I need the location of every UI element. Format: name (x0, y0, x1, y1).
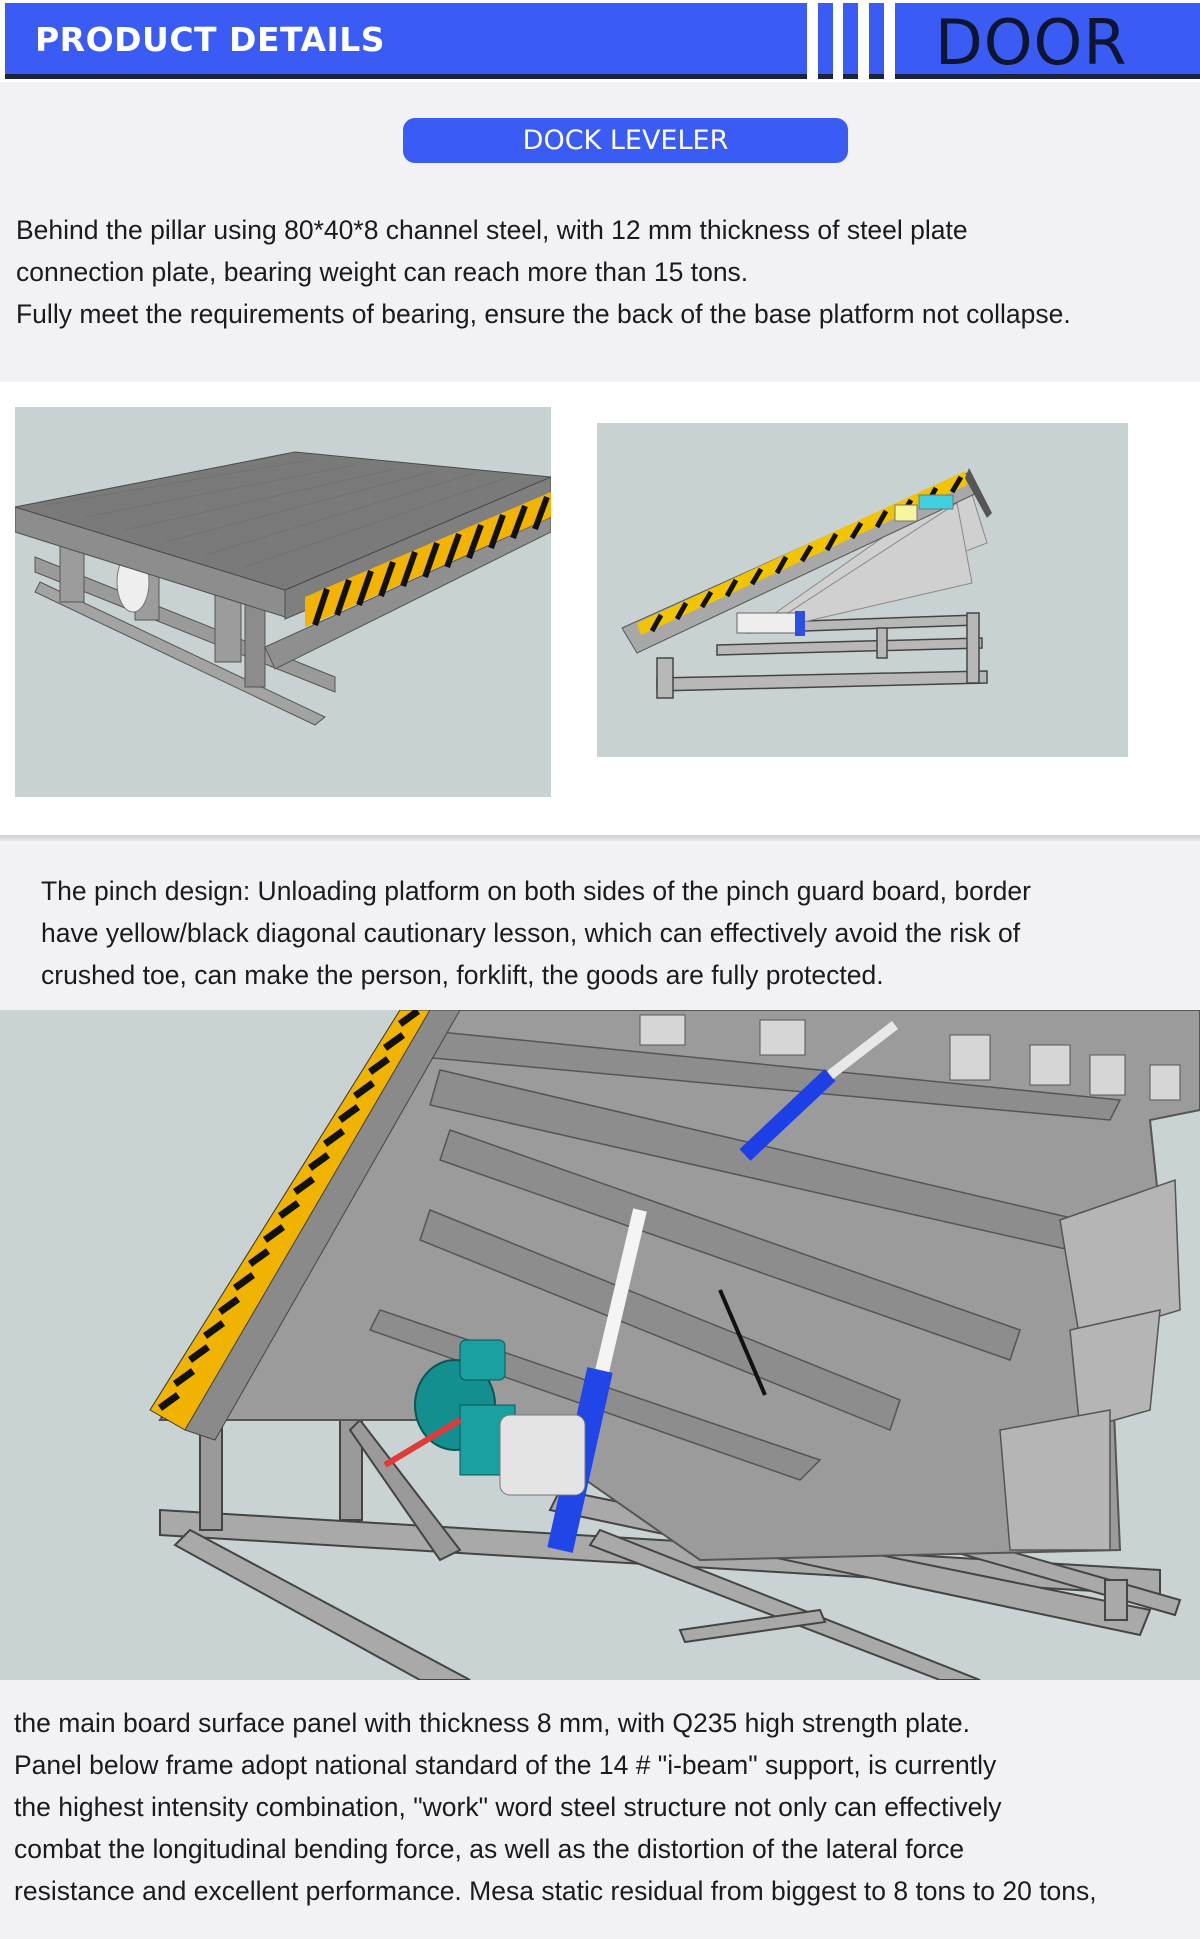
dock-leveler-underside-image (0, 1010, 1200, 1680)
pinch-line: have yellow/black diagonal cautionary le… (41, 918, 1021, 948)
dock-leveler-raised-image (597, 423, 1128, 757)
intro-line: connection plate, bearing weight can rea… (16, 257, 749, 287)
header-stripe (818, 3, 833, 79)
structure-section-background (0, 1680, 1200, 1939)
header-stripe (869, 3, 884, 79)
pinch-line: The pinch design: Unloading platform on … (41, 876, 1031, 906)
section-divider (0, 835, 1200, 841)
dock-leveler-platform-image (15, 407, 551, 797)
page-title: PRODUCT DETAILS (35, 20, 386, 59)
section-label-dock-leveler: DOCK LEVELER (403, 118, 848, 163)
brand-word: DOOR (935, 6, 1128, 79)
pinch-section-background (0, 841, 1200, 1010)
structure-line: the main board surface panel with thickn… (14, 1708, 970, 1738)
intro-line: Fully meet the requirements of bearing, … (16, 299, 1071, 329)
header-stripe (843, 3, 858, 79)
structure-line: the highest intensity combination, "work… (14, 1792, 1002, 1822)
header-bar (5, 3, 807, 79)
intro-line: Behind the pillar using 80*40*8 channel … (16, 215, 968, 245)
structure-paragraph: the main board surface panel with thickn… (14, 1702, 1097, 1912)
pinch-design-paragraph: The pinch design: Unloading platform on … (41, 870, 1031, 996)
structure-line: Panel below frame adopt national standar… (14, 1750, 997, 1780)
intro-paragraph: Behind the pillar using 80*40*8 channel … (16, 209, 1071, 335)
structure-line: combat the longitudinal bending force, a… (14, 1834, 965, 1864)
pinch-line: crushed toe, can make the person, forkli… (41, 960, 884, 990)
structure-line: resistance and excellent performance. Me… (14, 1876, 1097, 1906)
header-brand-block (895, 3, 1200, 79)
